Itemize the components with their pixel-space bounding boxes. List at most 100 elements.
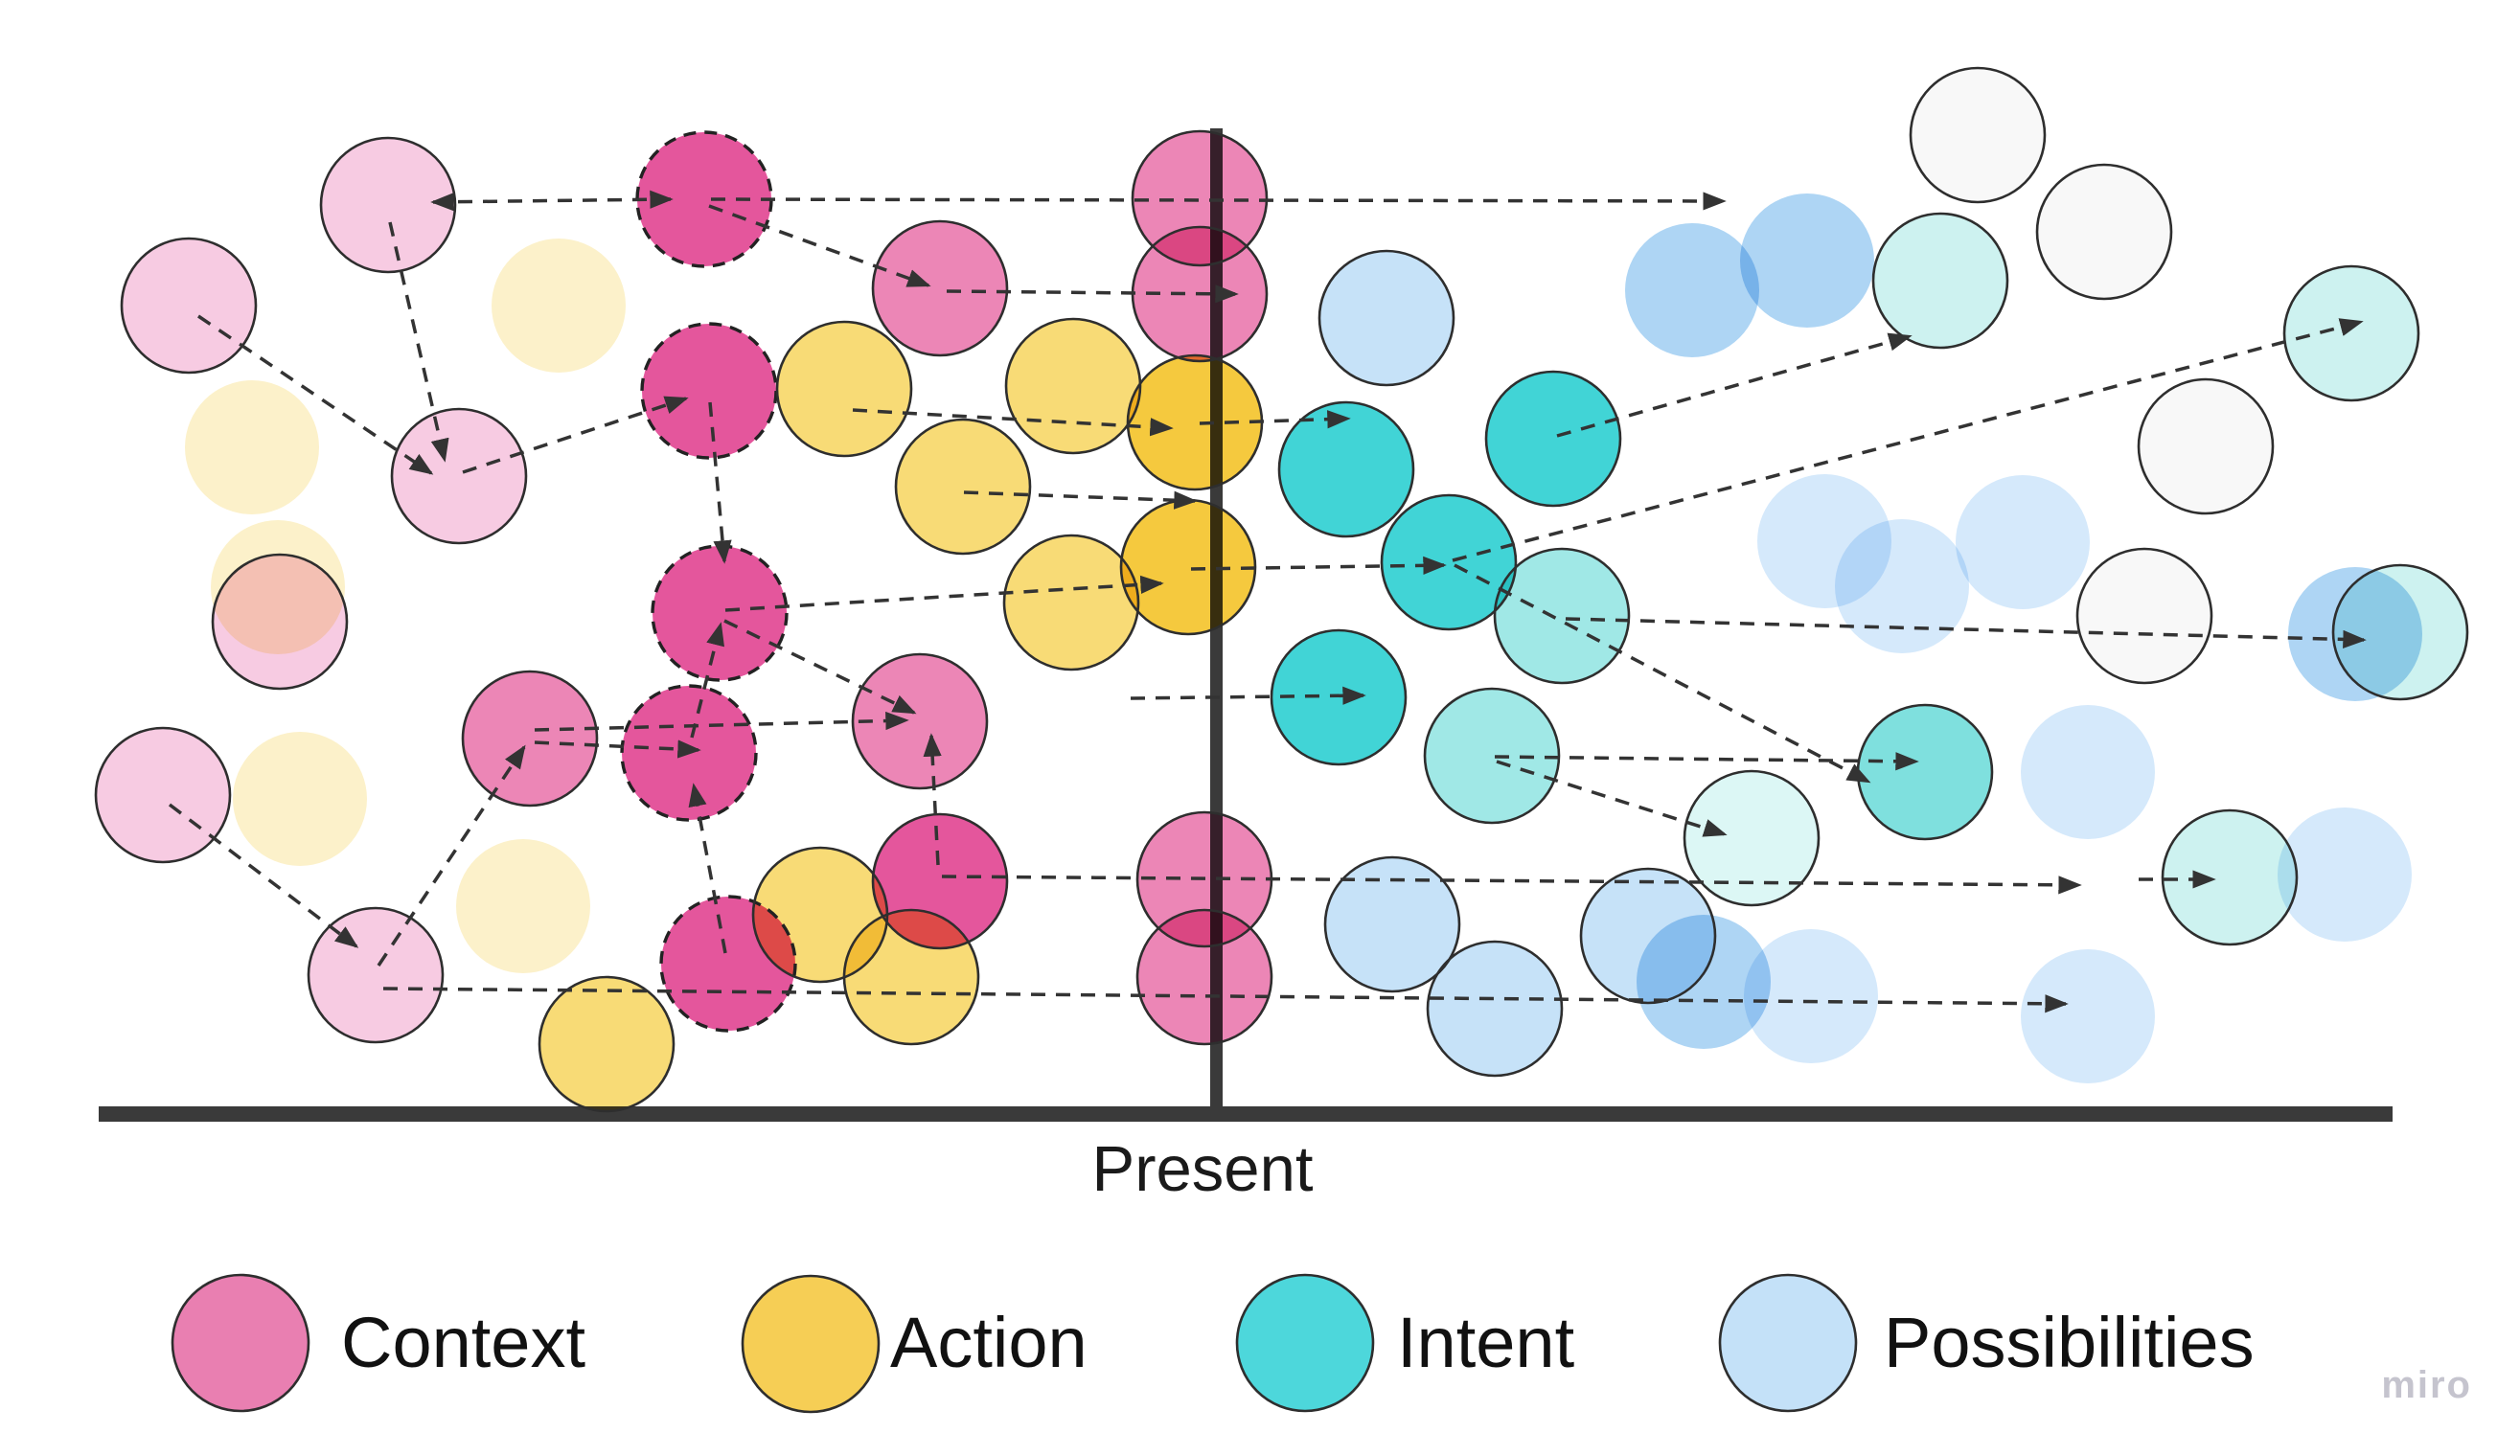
circle-blue_pale[interactable] <box>2021 949 2155 1083</box>
circle-yellow_pale[interactable] <box>492 239 626 373</box>
circle-pink_light[interactable] <box>96 728 230 862</box>
circle-blue_pale[interactable] <box>2021 705 2155 839</box>
circle-white[interactable] <box>2077 549 2211 683</box>
dashed-arrow-connector[interactable] <box>1565 617 2367 649</box>
circle-teal_pale[interactable] <box>2163 810 2297 944</box>
dashed-arrow-connector[interactable] <box>382 987 2069 1013</box>
dashed-arrow-connector[interactable] <box>690 622 724 739</box>
dashed-arrow-connector[interactable] <box>1494 752 1919 771</box>
dashed-arrow-connector[interactable] <box>388 221 449 463</box>
dashed-arrow-connector[interactable] <box>708 401 732 564</box>
circle-blue_medium[interactable] <box>1625 223 1759 357</box>
circle-outline <box>775 320 913 458</box>
legend-item-action[interactable]: Action <box>741 1274 1088 1414</box>
circle-blue_pale[interactable] <box>2278 808 2412 942</box>
circle-white[interactable] <box>2139 379 2273 513</box>
circle-blue_pale[interactable] <box>1835 519 1969 653</box>
circle-teal_medium[interactable] <box>1858 705 1992 839</box>
dashed-arrow-connector[interactable] <box>963 490 1198 510</box>
circle-pink_medium[interactable] <box>873 221 1007 355</box>
circle-teal_pale[interactable] <box>1873 214 2007 348</box>
circle-outline <box>1002 534 1140 671</box>
circle-pink_medium[interactable] <box>1133 131 1267 265</box>
dashed-arrow-connector[interactable] <box>377 744 526 967</box>
circle-outline <box>120 237 258 375</box>
circle-teal_light[interactable] <box>1425 689 1559 823</box>
dashed-arrow-connector[interactable] <box>923 733 942 866</box>
circle-blue_medium[interactable] <box>1637 915 1771 1049</box>
circle-outline <box>1131 129 1269 267</box>
dashed-arrow-connector[interactable] <box>688 783 727 954</box>
circle-outline <box>2137 377 2275 515</box>
circle-yellow_strong[interactable] <box>1128 355 1262 489</box>
circle-outline <box>1004 317 1142 455</box>
circle-white[interactable] <box>2037 165 2171 299</box>
circle-blue_pale[interactable] <box>1744 929 1878 1063</box>
action-legend-dot <box>741 1274 881 1414</box>
circle-pink_light[interactable] <box>122 239 256 373</box>
circle-yellow_medium[interactable] <box>1004 535 1138 670</box>
dashed-arrow-connector[interactable] <box>710 192 1727 211</box>
circle-yellow_strong[interactable] <box>1121 500 1255 634</box>
circle-yellow_pale[interactable] <box>185 380 319 514</box>
circle-outline <box>211 553 349 691</box>
circle-pink_light[interactable] <box>321 138 455 272</box>
circle-outline <box>659 895 797 1033</box>
circle-yellow_pale[interactable] <box>233 732 367 866</box>
legend-item-context[interactable]: Context <box>171 1273 585 1413</box>
dashed-arrow-connector[interactable] <box>1454 563 1871 784</box>
circle-outline <box>1270 628 1408 766</box>
dashed-arrow-connector[interactable] <box>1190 556 1447 575</box>
dashed-arrow-connector[interactable] <box>1130 686 1366 705</box>
dashed-arrow-connector[interactable] <box>197 314 434 475</box>
circle-pink_medium[interactable] <box>1137 910 1271 1044</box>
circle-white[interactable] <box>1911 68 2045 202</box>
legend-item-intent[interactable]: Intent <box>1235 1273 1575 1413</box>
circle-outline <box>1380 493 1518 631</box>
dashed-arrow-connector[interactable] <box>462 396 689 474</box>
dashed-arrow-connector[interactable] <box>1496 760 1728 837</box>
dashed-arrow-connector[interactable] <box>168 803 359 948</box>
dashed-arrow-connector[interactable] <box>1452 318 2364 562</box>
circle-teal_strong[interactable] <box>1279 402 1413 536</box>
circle-blue_light[interactable] <box>1428 942 1562 1076</box>
dashed-arrow-connector[interactable] <box>534 739 701 759</box>
circle-pink_dashed[interactable] <box>653 546 787 680</box>
legend-item-label: Intent <box>1397 1303 1575 1382</box>
circle-teal_palest[interactable] <box>1684 771 1819 905</box>
circle-pink_medium[interactable] <box>853 654 987 788</box>
present-label[interactable]: Present <box>1092 1133 1314 1205</box>
circle-teal_strong[interactable] <box>1382 495 1516 629</box>
dashed-arrow-connector[interactable] <box>534 711 909 732</box>
circle-yellow_pale[interactable] <box>211 520 345 654</box>
circle-blue_light[interactable] <box>1325 857 1459 991</box>
circle-yellow_medium[interactable] <box>539 977 674 1111</box>
circle-outline <box>2035 163 2173 301</box>
dashed-arrow-connector[interactable] <box>941 875 2082 895</box>
circle-pink_medium[interactable] <box>463 671 597 806</box>
legend-item-possibilities[interactable]: Possibilities <box>1718 1273 2255 1413</box>
dashed-arrow-connector[interactable] <box>708 204 931 287</box>
circle-blue_light[interactable] <box>1319 251 1454 385</box>
circle-outline-layer <box>94 66 2469 1113</box>
dashed-arrow-connector[interactable] <box>723 619 917 715</box>
circle-outline <box>620 684 758 822</box>
circle-yellow_medium[interactable] <box>896 420 1030 554</box>
circle-pink_light[interactable] <box>392 409 526 543</box>
circle-outline <box>1493 547 1631 685</box>
dashed-arrow-connector[interactable] <box>1556 332 1913 438</box>
dashed-arrow-connector[interactable] <box>852 408 1174 437</box>
timeline-axis-line[interactable] <box>99 1106 2393 1122</box>
circle-yellow_medium[interactable] <box>844 910 978 1044</box>
circle-teal_strong[interactable] <box>1486 372 1620 506</box>
circle-blue_medium[interactable] <box>1740 193 1874 328</box>
circle-teal_light[interactable] <box>1495 549 1629 683</box>
circle-blue_pale[interactable] <box>1956 475 2090 609</box>
circle-pink_dashed[interactable] <box>637 132 771 266</box>
circle-pink_dashed[interactable] <box>642 324 776 458</box>
circle-yellow_medium[interactable] <box>777 322 911 456</box>
circle-outline <box>461 670 599 808</box>
circle-outline <box>94 726 232 864</box>
circle-yellow_pale[interactable] <box>456 839 590 973</box>
